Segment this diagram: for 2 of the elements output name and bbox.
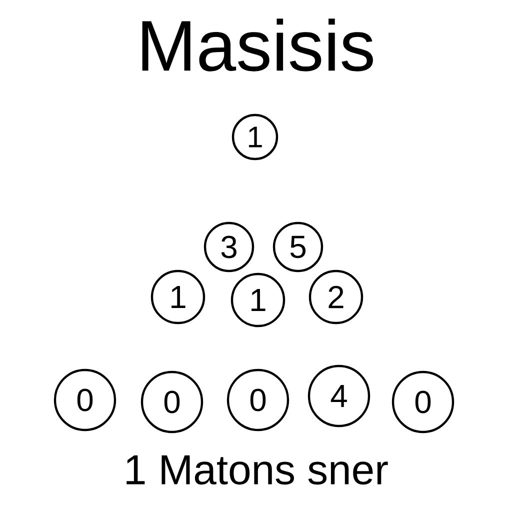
caption: 1 Matons sner xyxy=(126,455,388,485)
title: Masisis xyxy=(142,18,373,72)
